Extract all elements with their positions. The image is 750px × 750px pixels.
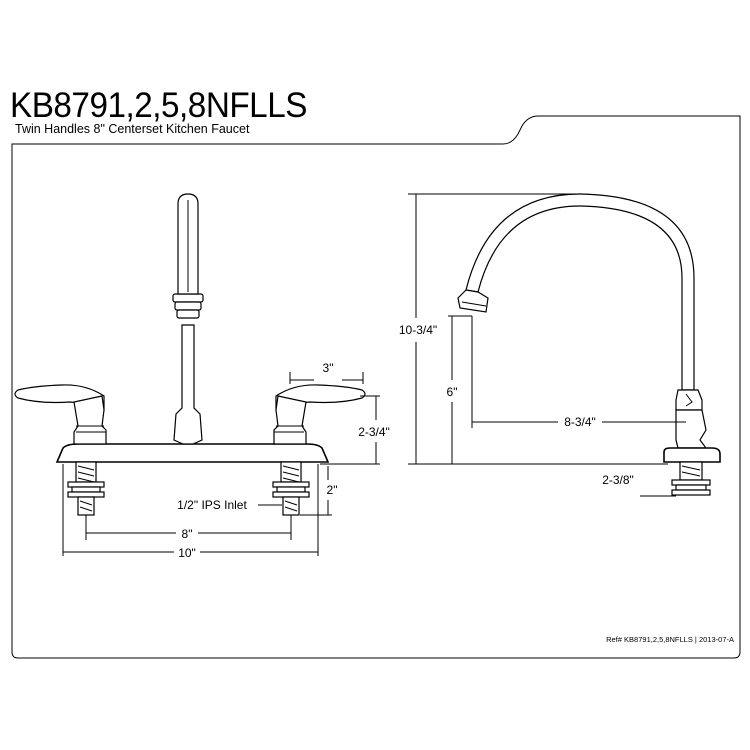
spout-tip-line [461, 301, 487, 307]
page-title: KB8791,2,5,8NFLLS [10, 86, 307, 125]
dim-overall-width-label: 10" [178, 546, 196, 560]
gooseneck-spout [465, 193, 695, 391]
left-handle-body [73, 395, 107, 445]
spout-collar-notch [685, 393, 693, 407]
spout-nozzle [172, 293, 204, 303]
dim-inlet-label: 1/2" IPS Inlet [177, 498, 247, 512]
left-supply-shank [67, 461, 105, 516]
dim-overall-width: 10" [62, 464, 319, 560]
drawing-frame [11, 115, 741, 659]
side-view: 10-3/4" 6" 8-3/4" 2-3/8" [399, 193, 721, 497]
spout-nozzle-ring [174, 301, 202, 311]
dim-shank-length-label: 2" [327, 483, 338, 497]
right-handle-body [273, 395, 307, 445]
dim-shank-length: 2" [300, 466, 338, 516]
dim-overall-height-label: 10-3/4" [399, 323, 437, 337]
dim-center-spacing-label: 8" [182, 527, 193, 541]
page-subtitle: Twin Handles 8" Centerset Kitchen Faucet [15, 122, 250, 136]
right-supply-shank [272, 461, 310, 516]
spout-collar [675, 389, 703, 411]
faucet-base-plate [55, 443, 330, 463]
dim-spout-reach-label: 8-3/4" [564, 415, 596, 429]
dim-spout-reach: 8-3/4" [471, 316, 686, 429]
dim-side-shank-label: 2-3/8" [602, 473, 634, 487]
dim-spout-clearance-label: 6" [447, 385, 458, 399]
dim-handle-height: 2-3/4" [320, 395, 390, 465]
spout-stem [173, 324, 203, 445]
dim-handle-width-label: 3" [323, 361, 334, 375]
reference-code: Ref# KB8791,2,5,8NFLLS | 2013-07-A [606, 635, 734, 644]
faucet-base-side [663, 447, 721, 463]
spout-tip [457, 289, 489, 313]
dim-spout-clearance: 6" [447, 315, 472, 464]
dim-handle-width: 3" [289, 361, 364, 384]
dim-inlet: 1/2" IPS Inlet [177, 498, 282, 512]
dim-center-spacing: 8" [85, 515, 292, 541]
spout-aerator [176, 309, 200, 319]
faucet-body-side [675, 409, 708, 449]
dim-overall-height: 10-3/4" [399, 193, 668, 465]
side-supply-shank [671, 461, 711, 496]
front-view: 3" 2-3/4" 2" 1/2" IPS Inlet 8" [14, 193, 390, 560]
dim-side-shank: 2-3/8" [602, 463, 676, 497]
dim-handle-height-label: 2-3/4" [358, 425, 390, 439]
